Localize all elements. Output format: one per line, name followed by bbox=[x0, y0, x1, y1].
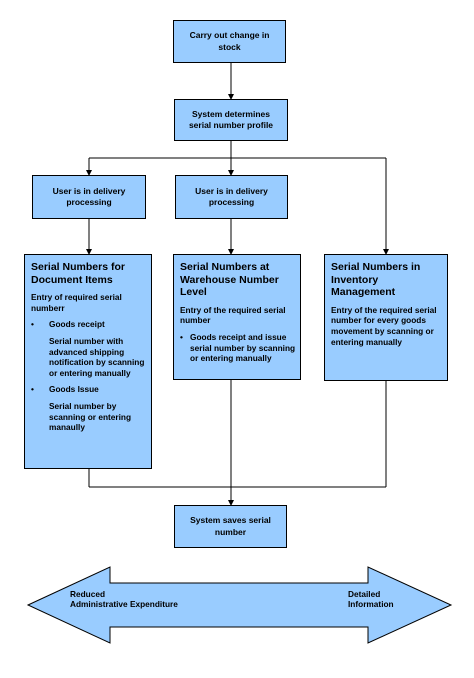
box-carry-out-change-text: Carry out change in stock bbox=[189, 30, 270, 52]
arrow-right-line1: Detailed bbox=[348, 589, 381, 599]
inventory-title: Serial Numbers in Inventory Management bbox=[331, 261, 421, 299]
box-system-saves-serial: System saves serial number bbox=[174, 505, 287, 548]
document-items-bullet1-text: Serial number with advanced shipping not… bbox=[49, 336, 145, 378]
inventory-intro: Entry of the required serial number for … bbox=[331, 304, 437, 347]
box-carry-out-change: Carry out change in stock bbox=[173, 20, 286, 63]
arrow-right-line2: Information bbox=[348, 599, 394, 610]
box-delivery-mid-text: User is in delivery processing bbox=[195, 185, 268, 207]
box-system-determines-profile-text: System determines serial number profile bbox=[188, 108, 274, 130]
document-items-bullet1: Goods receipt bbox=[49, 319, 105, 330]
box-warehouse-level: Serial Numbers at Warehouse Number Level… bbox=[173, 254, 301, 380]
warehouse-bullet1: Goods receipt and issue serial number by… bbox=[190, 332, 296, 364]
box-delivery-left-text: User is in delivery processing bbox=[52, 185, 126, 207]
bullet-dot: • bbox=[180, 332, 183, 342]
bullet-dot: • bbox=[31, 319, 34, 330]
bullet-dot: • bbox=[31, 384, 34, 395]
warehouse-intro: Entry of the required serial number bbox=[180, 304, 286, 326]
box-delivery-left: User is in delivery processing bbox=[32, 175, 146, 219]
box-inventory-management: Serial Numbers in Inventory Management E… bbox=[324, 254, 448, 381]
document-items-bullet2-text: Serial number by scanning or entering ma… bbox=[49, 401, 132, 433]
arrow-left-label: Reduced Administrative Expenditure bbox=[70, 589, 178, 610]
box-system-saves-serial-text: System saves serial number bbox=[190, 515, 271, 537]
box-system-determines-profile: System determines serial number profile bbox=[174, 99, 288, 141]
arrow-right-label: Detailed Information bbox=[348, 589, 394, 610]
document-items-bullet2: Goods Issue bbox=[49, 384, 99, 395]
arrow-left-line2: Administrative Expenditure bbox=[70, 599, 178, 610]
double-arrow-shape bbox=[26, 566, 453, 644]
box-delivery-mid: User is in delivery processing bbox=[175, 175, 288, 219]
box-document-items: Serial Numbers for Document Items Entry … bbox=[24, 254, 152, 469]
document-items-title: Serial Numbers for Document Items bbox=[31, 261, 125, 286]
warehouse-title: Serial Numbers at Warehouse Number Level bbox=[180, 261, 279, 299]
document-items-intro: Entry of required serial numberr bbox=[31, 292, 122, 313]
arrow-left-line1: Reduced bbox=[70, 589, 106, 599]
